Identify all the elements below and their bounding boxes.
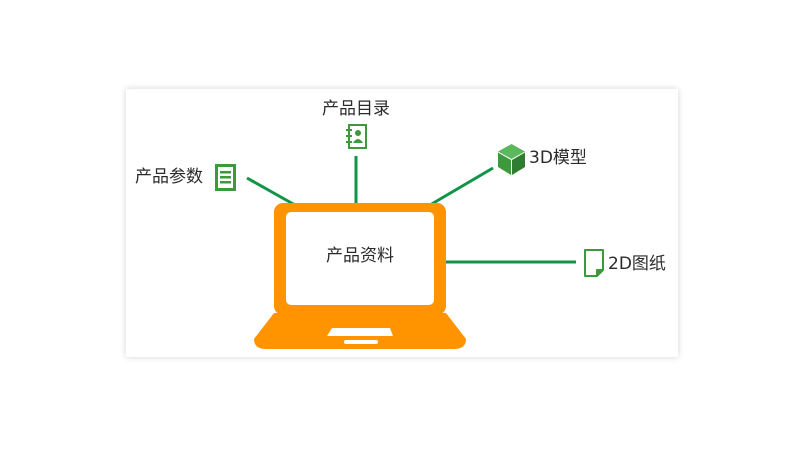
laptop-icon <box>254 203 466 349</box>
connector-3d <box>429 166 494 207</box>
document-list-icon <box>215 164 236 191</box>
drawing-sheet-icon <box>584 249 604 277</box>
laptop-touchpad <box>344 340 378 344</box>
node-label-3d: 3D模型 <box>529 148 587 168</box>
contact-book-icon <box>346 124 367 149</box>
node-label-catalog: 产品目录 <box>322 99 390 119</box>
laptop-keyboard <box>327 328 393 336</box>
connector-params <box>246 176 296 207</box>
center-label: 产品资料 <box>326 246 394 266</box>
node-label-2d: 2D图纸 <box>608 254 666 274</box>
node-label-params: 产品参数 <box>135 167 203 187</box>
laptop-screen <box>286 212 434 305</box>
cube-icon <box>498 144 525 175</box>
